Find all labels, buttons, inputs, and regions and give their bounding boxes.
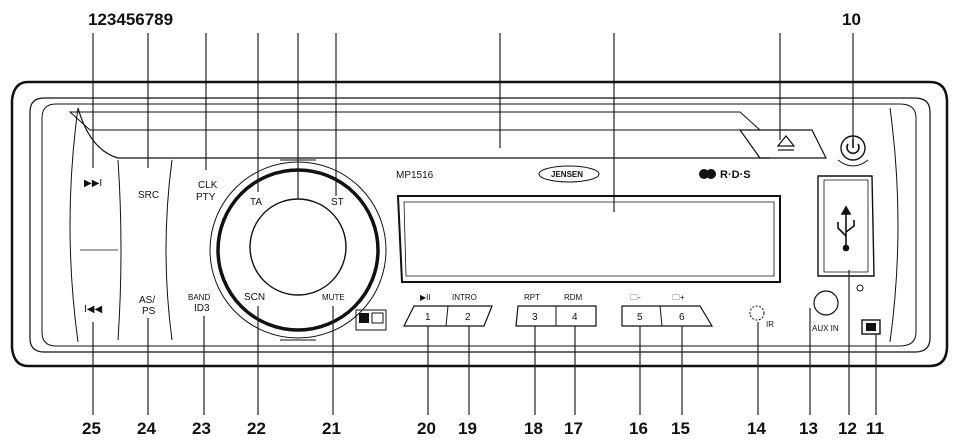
pty-label: PTY — [196, 192, 216, 203]
volume-knob[interactable] — [249, 198, 347, 296]
callout-14: 14 — [747, 419, 766, 438]
bottom-leader-lines — [92, 270, 877, 415]
top-callout-10: 10 — [842, 10, 861, 29]
knob-bezel — [216, 168, 380, 332]
mute-button[interactable]: MUTE — [322, 293, 345, 302]
callout-11: 11 — [866, 419, 884, 438]
callout-21: 21 — [322, 419, 341, 438]
ta-button[interactable]: TA — [250, 197, 262, 208]
src-label: SRC — [138, 190, 159, 201]
preset-4-label: 4 — [572, 312, 578, 323]
volume-knob-assembly: TA ST SCN MUTE — [209, 159, 387, 341]
compact-disc-logo — [355, 309, 387, 331]
next-track-icon: ▶▶I — [84, 178, 102, 189]
rds-text: R·D·S — [720, 169, 751, 181]
power-icon — [846, 139, 860, 155]
callout-24: 24 — [137, 419, 156, 438]
head-unit-frame — [10, 80, 949, 368]
preset-6-label: 6 — [679, 312, 685, 323]
callout-15: 15 — [671, 419, 690, 438]
as-ps-button[interactable]: AS/ PS — [139, 295, 156, 317]
release-button[interactable] — [861, 319, 881, 335]
brand-text: JENSEN — [551, 170, 583, 179]
ta-label: TA — [250, 197, 262, 208]
ir-sensor-icon — [749, 305, 765, 321]
callout-18: 18 — [524, 419, 543, 438]
aux-in-jack[interactable]: AUX IN — [812, 290, 839, 333]
band-id3-button[interactable]: BAND ID3 — [188, 293, 210, 314]
clk-pty-button[interactable]: CLK PTY — [196, 180, 218, 203]
preset-2-label: 2 — [465, 312, 471, 323]
ps-label: PS — [142, 306, 156, 317]
play-pause-button[interactable]: ▶II 1 — [420, 293, 431, 323]
folder-up-button[interactable]: 🗀+ 6 — [672, 293, 685, 323]
callout-16: 16 — [629, 419, 648, 438]
st-label: ST — [331, 197, 344, 208]
clk-label: CLK — [198, 180, 218, 191]
rdm-button[interactable]: RDM 4 — [564, 293, 583, 323]
lcd-display — [396, 195, 781, 283]
prev-track-button[interactable]: I◀◀ — [84, 304, 102, 315]
prev-track-icon: I◀◀ — [84, 304, 102, 315]
aux-in-label: AUX IN — [812, 324, 839, 333]
play-pause-label: ▶II — [420, 293, 431, 302]
folder-down-button[interactable]: 🗀- 5 — [630, 293, 643, 323]
preset-3-label: 3 — [532, 312, 538, 323]
ir-sensor: IR — [749, 305, 774, 329]
folder-down-icon: 🗀- — [630, 293, 641, 302]
brand-logo: JENSEN — [538, 165, 600, 183]
id3-label: ID3 — [194, 303, 210, 314]
preset-group-5-6: 🗀- 5 🗀+ 6 — [621, 293, 714, 327]
callout-13: 13 — [799, 419, 818, 438]
scn-label: SCN — [244, 292, 265, 303]
preset-group-1-2: ▶II 1 INTRO 2 — [403, 293, 493, 327]
band-label: BAND — [188, 293, 210, 302]
preset-group-3-4: RPT 3 RDM 4 — [515, 293, 597, 327]
callout-20: 20 — [417, 419, 436, 438]
next-track-button[interactable]: ▶▶I — [84, 178, 102, 189]
folder-up-icon: 🗀+ — [672, 293, 685, 302]
callout-12: 12 — [838, 419, 857, 438]
intro-button[interactable]: INTRO 2 — [452, 293, 477, 323]
bottom-callout-numbers: 25 24 23 22 21 20 19 18 17 16 15 14 13 1… — [82, 419, 884, 438]
clk-column-edge-left — [165, 159, 173, 341]
mute-label: MUTE — [322, 293, 345, 302]
callout-19: 19 — [458, 419, 477, 438]
model-name: MP1516 — [396, 170, 434, 181]
rpt-button[interactable]: RPT 3 — [524, 293, 540, 323]
as-label: AS/ — [139, 295, 155, 306]
usb-icon — [837, 205, 855, 252]
eject-button[interactable] — [738, 129, 827, 159]
cd-slot — [68, 107, 770, 159]
callout-17: 17 — [564, 419, 583, 438]
rpt-label: RPT — [524, 293, 540, 302]
power-button[interactable] — [837, 135, 869, 167]
preset-1-label: 1 — [425, 312, 431, 323]
callout-22: 22 — [247, 419, 266, 438]
intro-label: INTRO — [452, 293, 477, 302]
ir-label: IR — [766, 320, 774, 329]
usb-port[interactable] — [817, 175, 875, 277]
top-leader-lines — [92, 33, 854, 212]
scn-button[interactable]: SCN — [244, 292, 265, 303]
usb-indicator — [856, 284, 864, 292]
src-column-edge — [117, 159, 122, 341]
knob-outer-ring — [209, 161, 387, 339]
callout-23: 23 — [192, 419, 211, 438]
preset-5-label: 5 — [637, 312, 643, 323]
src-button[interactable]: SRC — [138, 190, 159, 201]
eject-icon — [776, 135, 796, 147]
st-button[interactable]: ST — [331, 197, 344, 208]
top-callout-numbers: 123456789 — [88, 10, 173, 29]
rds-logo: R·D·S — [699, 169, 751, 181]
callout-25: 25 — [82, 419, 101, 438]
rdm-label: RDM — [564, 293, 583, 302]
